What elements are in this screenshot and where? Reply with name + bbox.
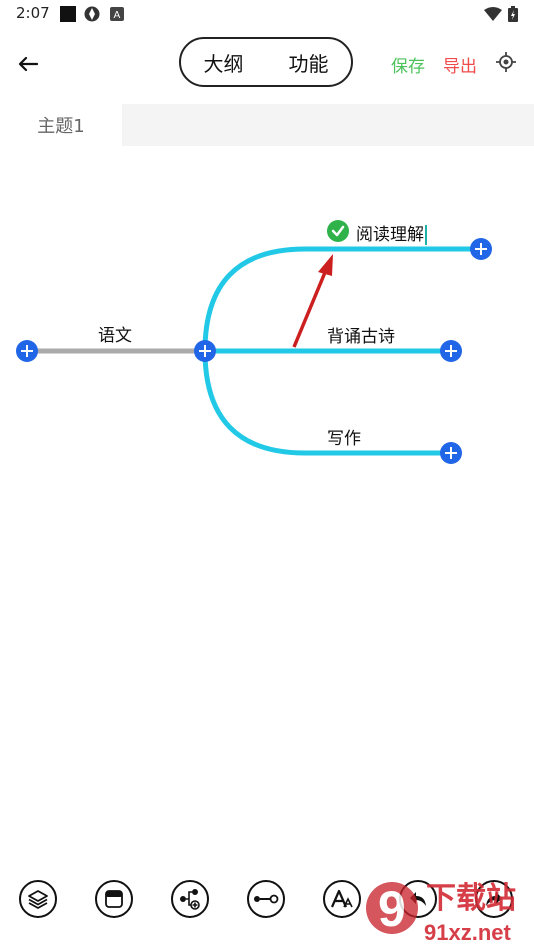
battery-charging-icon xyxy=(508,6,518,26)
mindmap-canvas[interactable]: 语文 阅读理解 背诵古诗 写作 xyxy=(0,146,534,846)
branch-line-1 xyxy=(202,246,480,352)
app-header: 大纲 功能 保存 导出 xyxy=(0,28,534,98)
add-child-node-button[interactable] xyxy=(171,880,209,918)
text-caret xyxy=(425,225,427,245)
square-notification-icon xyxy=(60,6,76,26)
node-child-1-label[interactable]: 阅读理解 xyxy=(356,220,427,245)
add-child-node-icon xyxy=(180,889,200,910)
site-watermark: 9 下载站 91xz.net xyxy=(364,870,534,950)
watermark-logo: 9 xyxy=(366,881,418,937)
status-time: 2:07 xyxy=(16,4,50,22)
arrow-left-icon xyxy=(18,56,38,72)
document-tab-strip: 主题1 xyxy=(0,104,534,146)
tab-functions[interactable]: 功能 xyxy=(288,51,329,76)
locate-button[interactable] xyxy=(494,50,518,74)
layers-button[interactable] xyxy=(19,880,57,918)
status-bar: 2:07 A xyxy=(0,0,534,28)
font-size-icon xyxy=(330,889,353,908)
bottom-toolbar xyxy=(0,874,534,928)
add-node-button-child-3[interactable] xyxy=(440,442,462,464)
node-child-1-text: 阅读理解 xyxy=(356,225,424,245)
export-button[interactable]: 导出 xyxy=(443,57,477,77)
mindmap-connectors xyxy=(27,246,480,456)
tab-outline[interactable]: 大纲 xyxy=(203,51,244,76)
redo-icon xyxy=(486,892,502,906)
annotation-arrow xyxy=(292,254,333,348)
save-button[interactable]: 保存 xyxy=(391,57,425,77)
node-root-label[interactable]: 语文 xyxy=(98,326,132,346)
a-badge-icon: A xyxy=(110,6,124,25)
check-icon xyxy=(327,220,349,242)
target-icon xyxy=(496,52,516,72)
connector-button[interactable] xyxy=(247,880,285,918)
view-switcher: 大纲 功能 xyxy=(179,37,353,87)
svg-text:9: 9 xyxy=(378,881,406,937)
aperture-icon xyxy=(84,6,100,26)
svg-text:A: A xyxy=(114,10,121,21)
tab-topic-1[interactable]: 主题1 xyxy=(0,104,122,146)
add-node-button-child-1[interactable] xyxy=(470,238,492,260)
watermark-text-top: 下载站 xyxy=(426,881,516,916)
add-node-button-child-2[interactable] xyxy=(440,340,462,362)
branch-line-3 xyxy=(202,350,451,456)
redo-button[interactable] xyxy=(475,880,513,918)
layers-icon xyxy=(28,890,48,909)
window-icon xyxy=(105,890,123,908)
node-child-3-label[interactable]: 写作 xyxy=(327,429,361,449)
node-child-2-label[interactable]: 背诵古诗 xyxy=(327,327,395,347)
add-node-button-root[interactable] xyxy=(194,340,216,362)
window-button[interactable] xyxy=(95,880,133,918)
watermark-text-bottom: 91xz.net xyxy=(424,920,511,945)
font-size-button[interactable] xyxy=(323,880,361,918)
back-button[interactable] xyxy=(12,48,44,80)
add-node-button-root-left[interactable] xyxy=(16,340,38,362)
wifi-icon xyxy=(484,6,502,25)
connector-icon xyxy=(254,894,279,904)
